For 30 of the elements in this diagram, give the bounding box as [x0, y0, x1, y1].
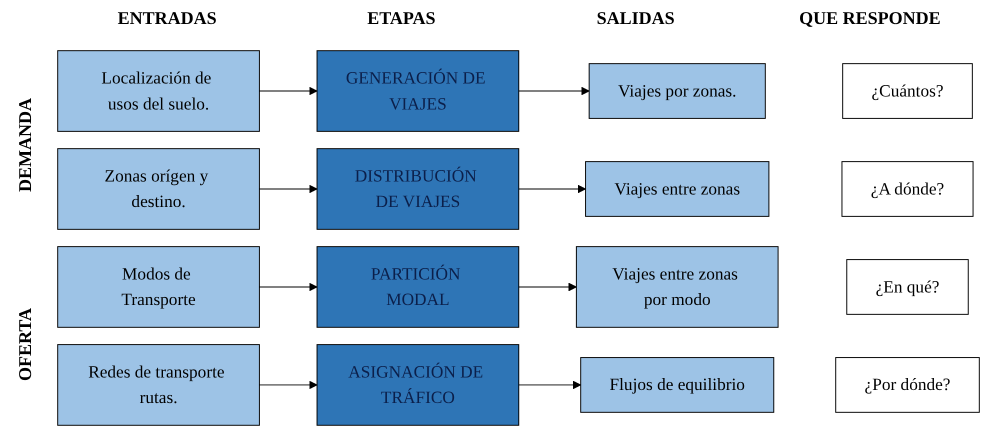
node-box: Viajes entre zonas por modo [576, 246, 779, 328]
arrow [258, 184, 318, 193]
node-box: Localización de usos del suelo. [57, 50, 260, 132]
node-box: DISTRIBUCIÓN DE VIAJES [316, 148, 520, 230]
node-box: Zonas orígen y destino. [57, 148, 260, 230]
arrow [518, 86, 590, 95]
arrow [258, 86, 318, 95]
node-box: Viajes por zonas. [588, 62, 766, 118]
node-box: GENERACIÓN DE VIAJES [316, 50, 520, 132]
node-box: Flujos de equilibrio [580, 356, 774, 412]
arrow [518, 184, 586, 193]
node-box: ¿Por dónde? [835, 356, 980, 412]
column-heading: ETAPAS [366, 8, 437, 28]
arrow [518, 380, 582, 389]
node-box: Viajes entre zonas [585, 160, 770, 216]
node-box: ASIGNACIÓN DE TRÁFICO [316, 344, 520, 426]
arrow [258, 380, 318, 389]
node-box: Redes de transporte rutas. [57, 344, 260, 426]
group-label: DEMANDA [14, 98, 36, 192]
group-label: OFERTA [14, 308, 36, 381]
column-heading: SALIDAS [596, 8, 676, 28]
node-box: PARTICIÓN MODAL [316, 246, 520, 328]
column-heading: ENTRADAS [116, 8, 218, 28]
node-box: Modos de Transporte [57, 246, 260, 328]
node-box: ¿A dónde? [841, 160, 974, 216]
node-box: ¿En qué? [846, 258, 969, 314]
node-box: ¿Cuántos? [842, 62, 973, 118]
arrow [518, 282, 577, 291]
arrow [258, 282, 318, 291]
column-heading: QUE RESPONDE [798, 8, 942, 28]
